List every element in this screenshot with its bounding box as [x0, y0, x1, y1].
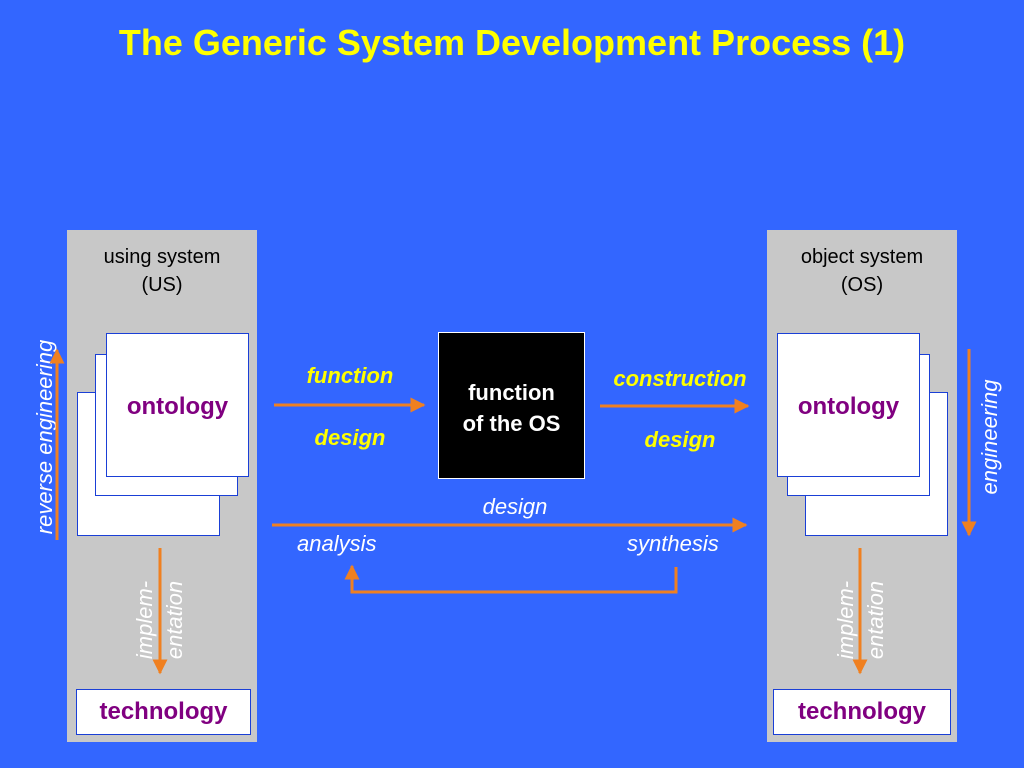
right-implementation-line1: implem- [833, 580, 858, 660]
right-card-front [777, 333, 920, 477]
using-system-label: using system (US) [67, 243, 257, 299]
left-technology-box: technology [76, 689, 251, 735]
analysis-label: analysis [297, 531, 377, 556]
left-ontology-label: ontology [126, 393, 229, 420]
object-system-label-line2: (OS) [840, 274, 884, 296]
object-system-label-line1: object system [800, 246, 924, 268]
left-implementation-line2: entation [162, 580, 187, 660]
function-design-bottom-label: design [314, 425, 386, 450]
construction-design-bottom-label: design [644, 427, 716, 452]
page-title: The Generic System Development Process (… [118, 22, 906, 63]
left-card-front [106, 333, 249, 477]
function-of-os-box: function of the OS [438, 332, 585, 479]
left-implementation-line1: implem- [132, 580, 157, 660]
right-technology-box: technology [773, 689, 951, 735]
function-of-os-line2: of the OS [462, 411, 561, 436]
construction-design-top-label: construction [613, 366, 747, 391]
function-design-top-label: function [306, 363, 394, 388]
right-ontology-label: ontology [797, 393, 900, 420]
using-system-label-line2: (US) [141, 274, 183, 296]
using-system-label-line1: using system [103, 246, 221, 268]
synthesis-label: synthesis [627, 531, 719, 556]
left-implementation-label: implem- entation [130, 560, 190, 680]
function-of-os-line1: function [468, 380, 555, 405]
reverse-engineering-label: reverse engineering [32, 339, 57, 535]
design-label: design [482, 494, 548, 519]
engineering-label: engineering [977, 379, 1002, 495]
synthesis-analysis-loop-arrow [344, 564, 678, 594]
right-implementation-line2: entation [863, 580, 888, 660]
right-implementation-label: implem- entation [831, 560, 891, 680]
object-system-label: object system (OS) [767, 243, 957, 299]
